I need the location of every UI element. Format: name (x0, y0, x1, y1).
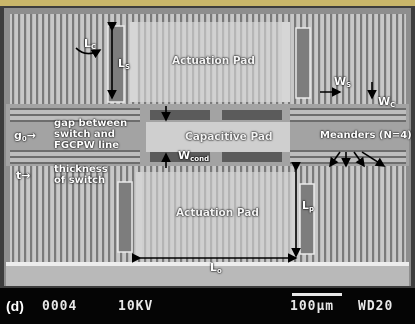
capacitive-pad (146, 122, 290, 152)
meander-arrow (361, 151, 386, 167)
meander-arrow (329, 151, 341, 168)
anchor-post (295, 27, 311, 99)
working-distance: WD20 (358, 299, 394, 314)
anchor-post (299, 183, 315, 255)
scale-bar (292, 293, 342, 296)
lc-arrow (75, 47, 102, 59)
label-wcond: Wcond (178, 149, 210, 163)
label-gap-desc-3: FGCPW line (54, 140, 119, 151)
label-gap-desc-2: switch and (54, 129, 115, 140)
label-lp: Lp (302, 199, 315, 213)
label-capacitive-pad: Capacitive Pad (185, 131, 273, 143)
scale-label: 100μm (290, 299, 335, 314)
label-lc: LC (84, 37, 97, 51)
image-number: 0004 (42, 299, 78, 314)
label-thickness-desc-2: of switch (54, 175, 106, 186)
label-meanders: Meanders (N=4) (320, 130, 412, 141)
accelerating-voltage: 10KV (118, 299, 154, 314)
sem-info-bar (0, 288, 415, 324)
label-thickness-desc-1: thickness (54, 164, 108, 175)
meander-arrow (353, 151, 365, 168)
panel-letter: (d) (6, 298, 24, 314)
label-gap-desc-1: gap between (54, 118, 128, 129)
label-gap-symbol: g0→ (14, 129, 36, 143)
label-actuation-pad-bottom: Actuation Pad (176, 207, 259, 219)
label-thickness-symbol: t→ (16, 169, 31, 182)
label-actuation-pad-top: Actuation Pad (172, 55, 255, 67)
label-wc: WC (378, 95, 396, 109)
anchor-post (117, 181, 133, 253)
label-lo: Lo (210, 261, 222, 275)
label-ls: LS (118, 57, 131, 71)
label-ws: WS (334, 75, 352, 89)
